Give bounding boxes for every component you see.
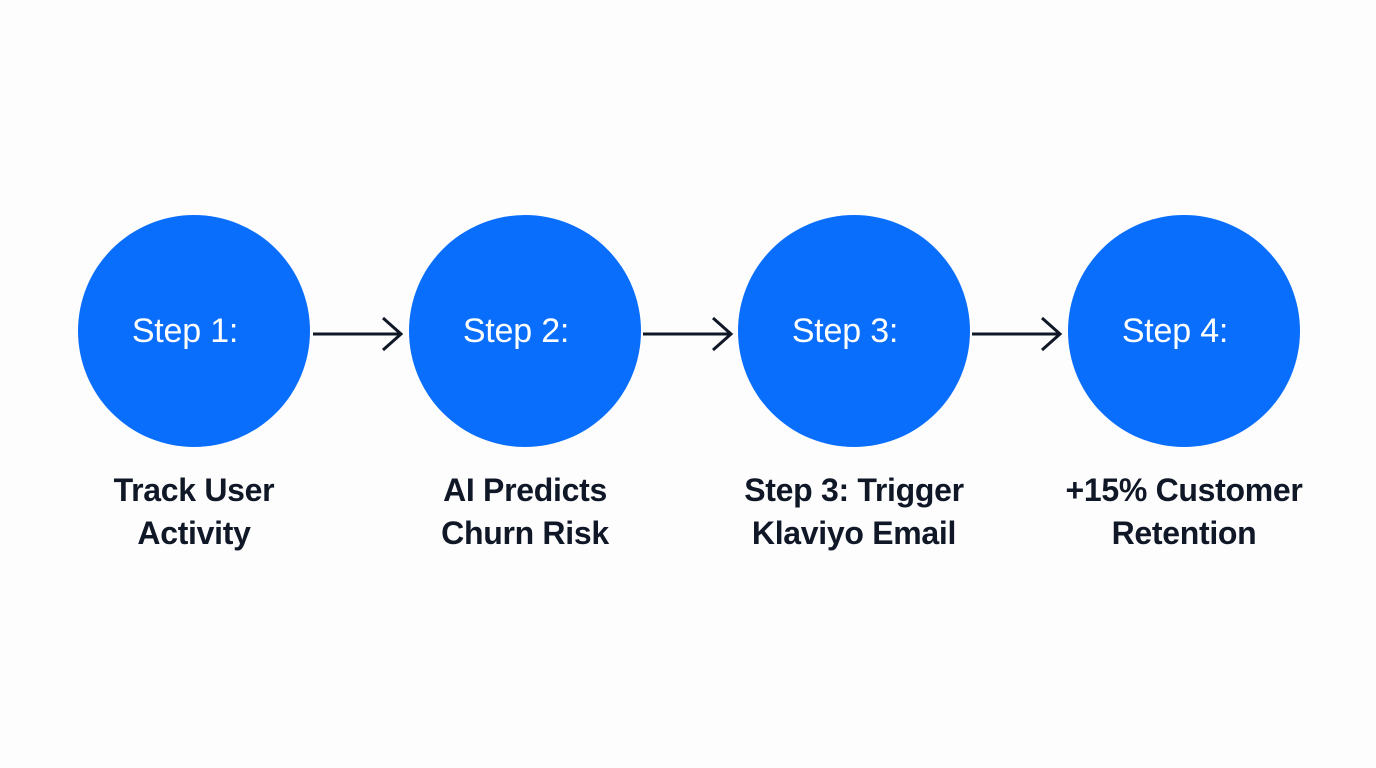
step-caption-4-line-1: +15% Customer [1065, 472, 1303, 508]
step-node-1[interactable]: Step 1: Track User Activity [78, 215, 310, 551]
step-node-4[interactable]: Step 4: +15% Customer Retention [1065, 215, 1303, 551]
step-circle-2 [409, 215, 641, 447]
step-caption-3-line-2: Klaviyo Email [751, 515, 957, 551]
step-node-2[interactable]: Step 2: AI Predicts Churn Risk [409, 215, 641, 551]
step-circle-label-3: Step 3: [791, 312, 899, 350]
step-caption-1-line-2: Activity [137, 515, 251, 551]
step-caption-3-line-1: Step 3: Trigger [744, 472, 964, 508]
arrow-connector-1 [311, 313, 409, 355]
step-circle-label-4: Step 4: [1121, 312, 1229, 350]
step-caption-2-line-2: Churn Risk [441, 515, 609, 551]
step-caption-1: Track User Activity [20, 469, 368, 555]
step-circle-3 [738, 215, 970, 447]
arrow-connector-3 [970, 313, 1068, 355]
step-caption-3: Step 3: Trigger Klaviyo Email [680, 469, 1028, 555]
step-circle-1 [78, 215, 310, 447]
arrow-right-icon [313, 316, 404, 352]
step-caption-4: +15% Customer Retention [1010, 469, 1358, 555]
step-circle-label-2: Step 2: [462, 312, 570, 350]
step-circle-4 [1068, 215, 1300, 447]
arrow-connector-2 [641, 313, 739, 355]
step-caption-2: AI Predicts Churn Risk [351, 469, 699, 555]
arrow-right-icon [643, 316, 734, 352]
arrow-right-icon [972, 316, 1063, 352]
step-node-3[interactable]: Step 3: Step 3: Trigger Klaviyo Email [738, 215, 970, 551]
step-caption-2-line-1: AI Predicts [443, 472, 607, 508]
step-caption-4-line-2: Retention [1111, 515, 1257, 551]
step-caption-1-line-1: Track User [113, 472, 275, 508]
step-circle-label-1: Step 1: [131, 312, 239, 350]
